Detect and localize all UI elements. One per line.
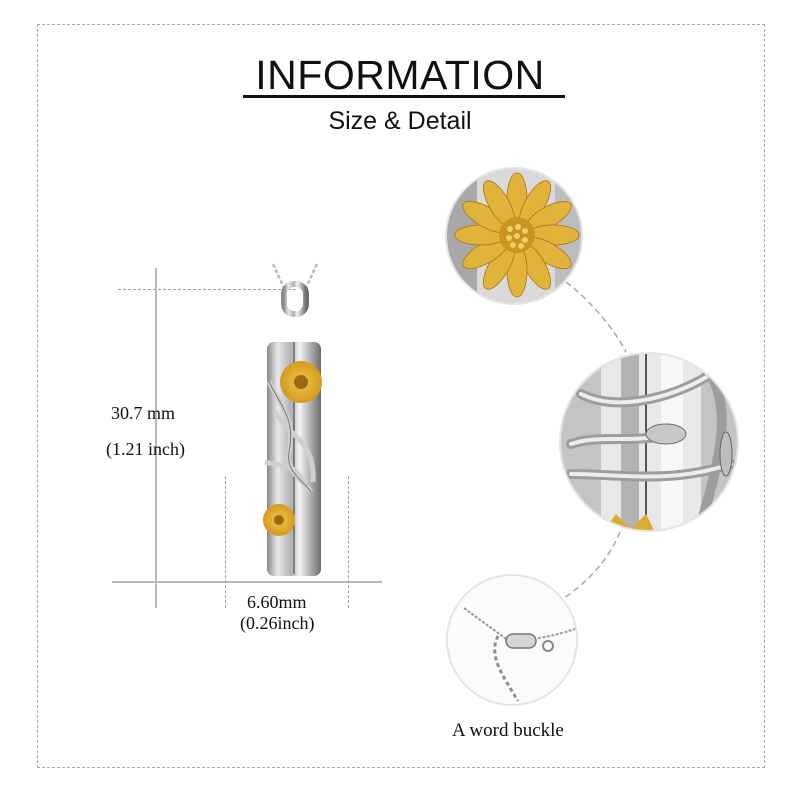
clasp-closeup-image [448,576,576,704]
height-measure-line [155,268,157,608]
clasp-caption: A word buckle [452,720,564,741]
width-guide-right [348,476,349,608]
width-guide-left [225,476,226,608]
baseline-guide [112,581,382,583]
pendant-image [255,262,335,582]
height-mm-label: 30.7 mm [111,403,176,423]
top-height-guide [118,289,296,290]
title-underline [243,95,565,98]
outer-dashed-frame [37,24,765,768]
width-mm-label: 6.60mm [247,592,307,612]
vine-closeup-image [561,354,737,530]
height-inch-label: (1.21 inch) [106,439,185,459]
vine-detail-circle [559,352,739,532]
page-title: INFORMATION [255,52,545,98]
width-inch-label: (0.26inch) [240,613,315,633]
page-subtitle: Size & Detail [328,107,472,135]
clasp-detail-circle [446,574,578,706]
